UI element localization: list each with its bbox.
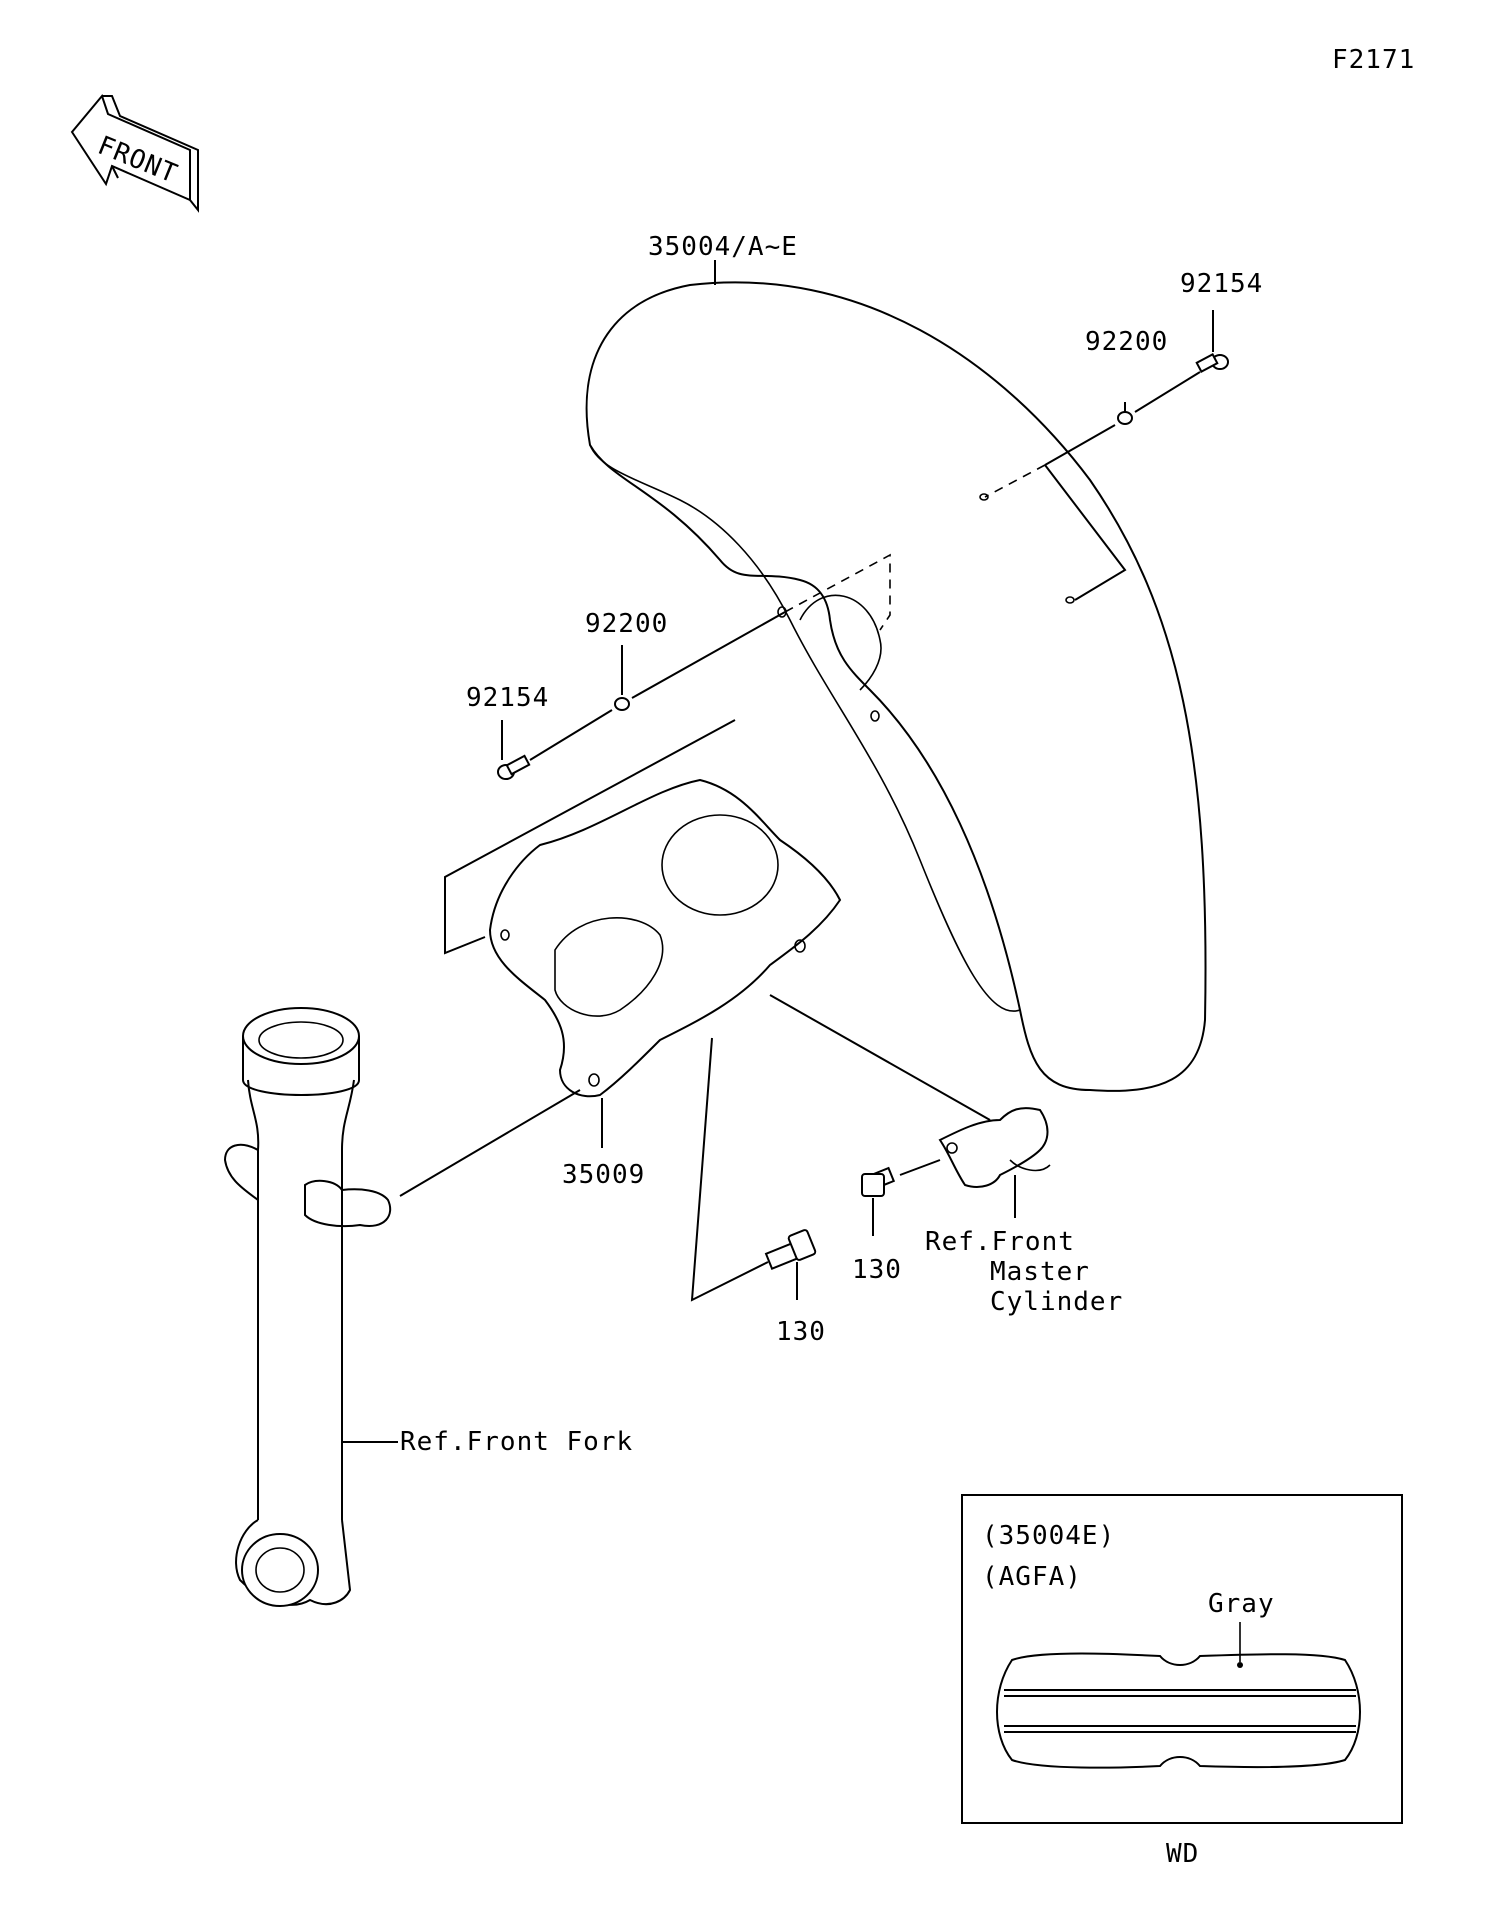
inset-part-code: (35004E)	[982, 1521, 1115, 1551]
label-bolt-clamp: 130	[852, 1255, 902, 1285]
axis-bracket-fork	[399, 1089, 581, 1197]
label-fender: 35004/A~E	[648, 232, 798, 262]
label-master-cylinder-1: Ref.Front	[925, 1227, 1075, 1257]
axis-upper-2	[1044, 424, 1116, 466]
axis-left-bracket	[444, 719, 736, 955]
inset-frame	[961, 1494, 1403, 1824]
axis-upper-1	[1134, 371, 1201, 413]
axis-upper-bracket	[1044, 464, 1127, 601]
inset-color-dot	[1237, 1662, 1243, 1668]
inset-model-code: (AGFA)	[982, 1562, 1082, 1592]
axis-clamp-bolt	[899, 1159, 941, 1176]
diagram-id: F2171	[1332, 45, 1415, 75]
inset-fender-silhouette	[996, 1652, 1361, 1769]
inset-caption: WD	[1166, 1839, 1199, 1869]
front-arrow-icon: FRONT	[70, 93, 199, 213]
bolt-lower-icon	[764, 1229, 817, 1270]
bolt-clamp-icon	[861, 1166, 896, 1197]
label-bracket: 35009	[562, 1160, 645, 1190]
label-master-cylinder-2: Master	[990, 1257, 1090, 1287]
axis-left-2	[631, 611, 786, 699]
fender-bracket	[488, 778, 842, 1098]
inset-color-label: Gray	[1208, 1589, 1275, 1619]
bolt-left-icon	[497, 754, 531, 780]
label-bolt-left: 92154	[466, 683, 549, 713]
label-master-cylinder-3: Cylinder	[990, 1287, 1123, 1317]
front-fork	[223, 1007, 392, 1607]
label-front-fork: Ref.Front Fork	[400, 1427, 633, 1457]
axis-clamp	[769, 994, 991, 1121]
label-bolt-upper: 92154	[1180, 269, 1263, 299]
washer-left-icon	[614, 697, 630, 711]
axis-lower-bolt	[690, 1037, 769, 1302]
front-fender	[585, 281, 1207, 1092]
label-washer-left: 92200	[585, 609, 668, 639]
label-washer-upper: 92200	[1085, 327, 1168, 357]
washer-upper-icon	[1117, 411, 1133, 425]
bolt-upper-icon	[1195, 353, 1229, 373]
master-cylinder-clamp	[938, 1107, 1051, 1188]
axis-upper-dash	[984, 464, 1046, 498]
label-bolt-lower: 130	[776, 1317, 826, 1347]
axis-left-1	[529, 709, 613, 761]
color-inset: (35004E) (AGFA) Gray WD	[961, 1494, 1403, 1869]
axis-left-dash	[784, 553, 891, 631]
